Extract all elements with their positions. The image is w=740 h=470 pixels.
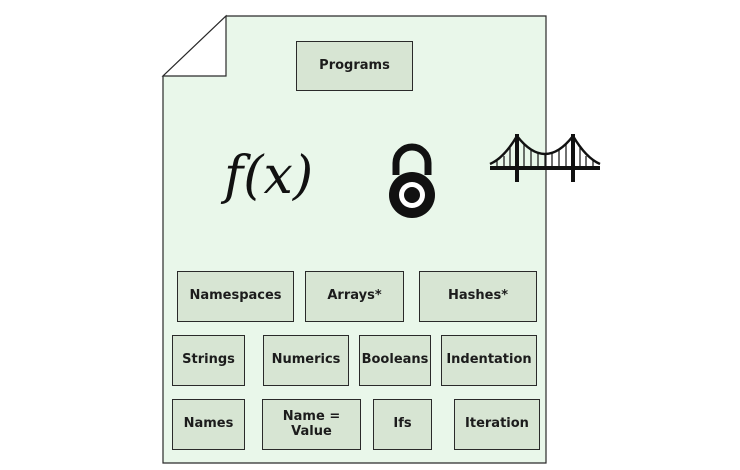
names-box: Names <box>172 399 245 450</box>
programs-label: Programs <box>319 57 390 73</box>
function-icon: f(x) <box>224 150 314 214</box>
numerics-box: Numerics <box>263 335 349 386</box>
arrays-label: Arrays* <box>327 288 382 304</box>
ifs-label: Ifs <box>393 416 412 432</box>
strings-box: Strings <box>172 335 245 386</box>
iteration-box: Iteration <box>454 399 540 450</box>
function-icon-text: f(x) <box>224 146 314 206</box>
booleans-label: Booleans <box>361 352 429 368</box>
strings-label: Strings <box>182 352 235 368</box>
hashes-label: Hashes* <box>448 288 508 304</box>
bridge-icon <box>489 134 601 182</box>
indentation-box: Indentation <box>441 335 537 386</box>
numerics-label: Numerics <box>271 352 341 368</box>
dog-ear-fold <box>161 14 227 77</box>
hashes-box: Hashes* <box>419 271 537 322</box>
names-label: Names <box>183 416 234 432</box>
ifs-box: Ifs <box>373 399 432 450</box>
indentation-label: Indentation <box>446 352 532 368</box>
name-value-label: Name = Value <box>282 408 341 439</box>
arrays-box: Arrays* <box>305 271 404 322</box>
iteration-label: Iteration <box>465 416 529 432</box>
namespaces-label: Namespaces <box>189 288 282 304</box>
name-value-box: Name = Value <box>262 399 361 450</box>
namespaces-box: Namespaces <box>177 271 294 322</box>
padlock-icon <box>389 143 435 218</box>
programs-box: Programs <box>296 41 413 91</box>
booleans-box: Booleans <box>359 335 431 386</box>
